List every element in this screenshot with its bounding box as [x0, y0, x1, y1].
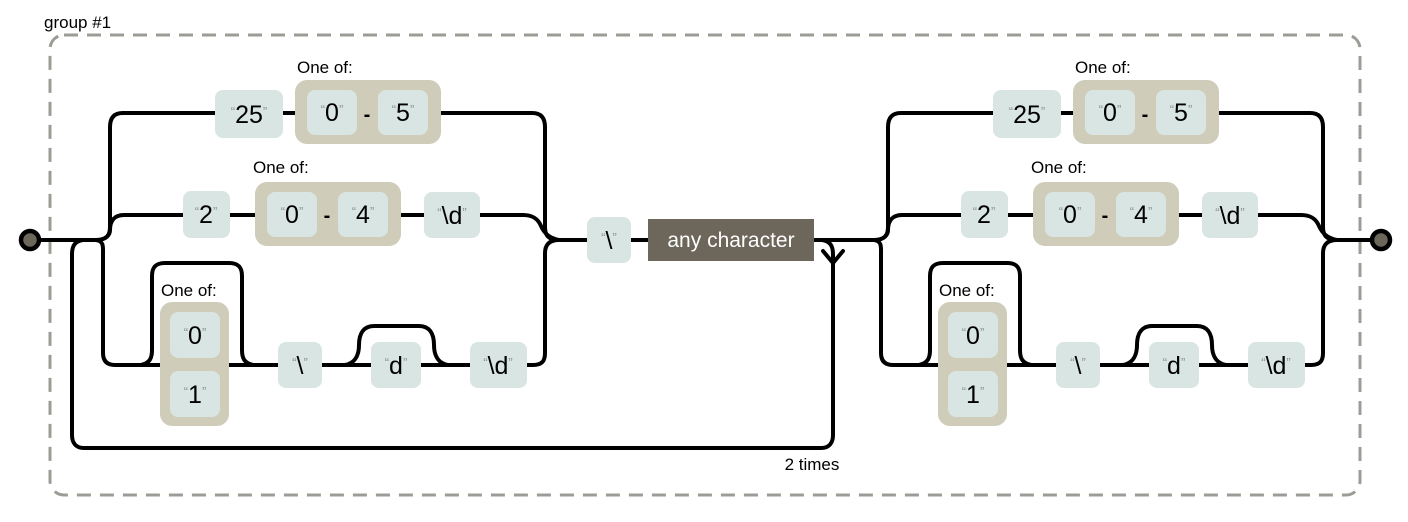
range-dash: -: [1102, 205, 1109, 227]
literal-label: “0”: [1059, 201, 1082, 229]
range-dash: -: [1142, 104, 1149, 126]
literal-label: “4”: [352, 201, 375, 229]
literal-box: [993, 90, 1061, 138]
literal-box: [215, 90, 283, 138]
literal-box: [371, 342, 421, 388]
rail-right-branch3: [872, 238, 1339, 367]
group-border: [48, 33, 1362, 497]
rails: [39, 111, 1373, 450]
one-of-label: One of:: [1031, 158, 1087, 177]
literal-label: “\”: [292, 352, 308, 380]
one-of-label: One of:: [161, 281, 217, 300]
literal-box: [378, 90, 428, 135]
literal-label: “0”: [184, 322, 207, 350]
alternation-right: One of: “25” “0” - “5” One of: “2” “0” -…: [938, 58, 1305, 426]
literal-box: [338, 192, 388, 237]
loop-count-label: 2 times: [785, 455, 840, 474]
literal-label: “5”: [392, 99, 415, 127]
rail-right-optional-d: [1121, 324, 1228, 367]
literal-label: “0”: [281, 201, 304, 229]
literal-label: “2”: [195, 201, 218, 229]
literal-label: “4”: [1130, 201, 1153, 229]
literal-label: “25”: [231, 101, 268, 129]
end-point: [1369, 228, 1393, 252]
literal-label: “\”: [1070, 352, 1086, 380]
separator-sequence: “\” any character: [587, 217, 814, 263]
literal-label: “d”: [385, 352, 408, 380]
literal-label: “0”: [1099, 99, 1122, 127]
literal-box: [170, 371, 220, 417]
literal-box: [278, 342, 322, 388]
literal-label: “\d”: [1215, 202, 1245, 230]
literal-label: “2”: [973, 201, 996, 229]
literal-label: “25”: [1009, 101, 1046, 129]
literal-box: [948, 312, 998, 358]
literal-box: [424, 192, 480, 238]
one-of-label: One of:: [939, 281, 995, 300]
literal-label: “5”: [1170, 99, 1193, 127]
literal-box: [961, 191, 1008, 238]
literal-label: “d”: [1163, 352, 1186, 380]
literal-label: “\d”: [1261, 352, 1291, 380]
literal-box: [1045, 192, 1095, 237]
literal-label: “1”: [962, 381, 985, 409]
literal-box: [1149, 342, 1199, 388]
literal-box: [948, 371, 998, 417]
one-of-label: One of:: [297, 58, 353, 77]
literal-box: [1248, 342, 1305, 388]
literal-box: [170, 312, 220, 358]
literal-box: [1056, 342, 1100, 388]
literal-label: “\d”: [437, 202, 467, 230]
any-character-box: [648, 219, 814, 261]
literal-label: “0”: [321, 99, 344, 127]
rail-right-optional-class: [917, 261, 1033, 367]
loop-arrow-icon: [821, 249, 845, 267]
any-character-label: any character: [667, 229, 794, 252]
range-dash: -: [364, 104, 371, 126]
rail-left-branch3: [94, 238, 561, 367]
one-of-label: One of:: [1075, 58, 1131, 77]
one-of-label: One of:: [253, 158, 309, 177]
literal-box: [470, 342, 527, 388]
literal-label: “0”: [962, 322, 985, 350]
literal-box: [1116, 192, 1166, 237]
literal-box: [183, 191, 230, 238]
group-title: group #1: [44, 13, 111, 32]
loop-rail: [70, 238, 835, 450]
alternation-left: One of: “25” “0” - “5” One of: “2” “0” -…: [160, 58, 527, 426]
start-point: [18, 228, 42, 252]
literal-box: [1085, 90, 1135, 135]
literal-label: “\”: [601, 227, 617, 255]
rail-left-optional-d: [343, 324, 450, 367]
literal-box: [1156, 90, 1206, 135]
literal-box: [307, 90, 357, 135]
literal-box: [267, 192, 317, 237]
literal-label: “1”: [184, 381, 207, 409]
literal-label: “\d”: [483, 352, 513, 380]
range-dash: -: [324, 205, 331, 227]
rail-left-optional-class: [139, 261, 255, 367]
literal-box: [587, 217, 631, 263]
literal-box: [1202, 192, 1258, 238]
